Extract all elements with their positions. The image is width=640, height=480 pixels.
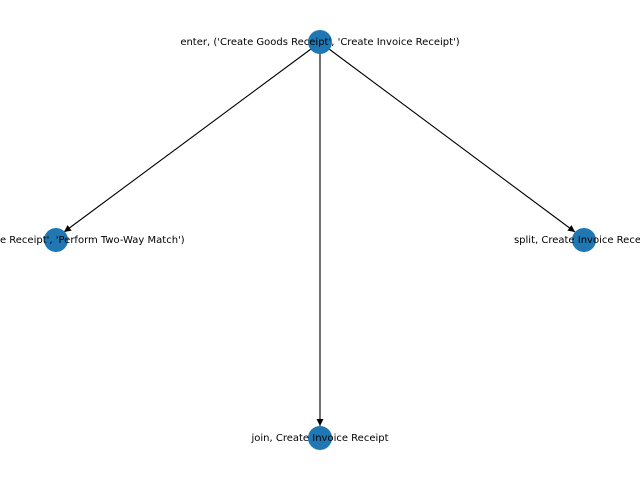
node-root[interactable] [308,30,332,54]
node-left-label: ('Create Invoice Receipt', 'Perform Two-… [0,235,185,246]
labels: enter, ('Create Goods Receipt', 'Create … [0,37,640,444]
node-root-label: enter, ('Create Goods Receipt', 'Create … [180,37,459,48]
edges [63,48,576,426]
edge-root-to-right [328,48,576,233]
nodes [44,30,596,450]
edge-root-to-left [63,48,312,233]
node-bottom-label: join, Create Invoice Receipt [250,433,388,444]
node-bottom[interactable] [308,426,332,450]
node-right[interactable] [572,228,596,252]
node-right-label: split, Create Invoice Receipt [514,235,640,246]
node-left[interactable] [44,228,68,252]
